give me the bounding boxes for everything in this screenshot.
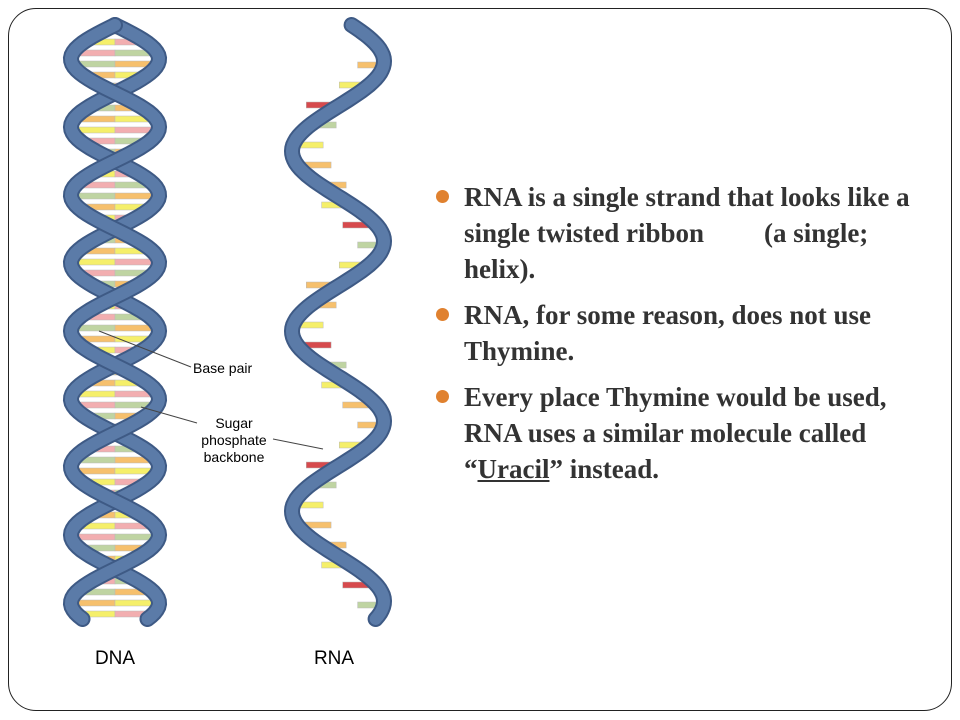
sugar-pointer-dna (140, 406, 198, 424)
bullet-2-text: RNA, for some reason, does not use Thymi… (464, 300, 871, 366)
base-pair-pointer (98, 330, 192, 368)
dna-rna-diagram: Base pair Sugar phosphate backbone DNA R… (62, 17, 393, 669)
rna-label: RNA (314, 648, 354, 669)
bullet-1-text: RNA is a single strand that looks like a… (464, 182, 910, 248)
bullet-3-before: Every place Thymine would be used, RNA u… (464, 382, 887, 484)
sugar-pointer-rna (272, 438, 324, 450)
dna-label: DNA (95, 648, 135, 669)
bullet-3-after: ” instead. (549, 454, 660, 484)
bullet-item-2: RNA, for some reason, does not use Thymi… (436, 297, 936, 369)
uracil-term: Uracil (477, 454, 550, 484)
bullet-dot (436, 190, 449, 203)
slide: Base pair Sugar phosphate backbone DNA R… (8, 8, 952, 711)
bullet-dot (436, 308, 449, 321)
bullet-dot (436, 390, 449, 403)
bullet-1-tail: (a single; helix). (464, 218, 869, 284)
phosphate-label: phosphate (201, 432, 267, 448)
base-pair-label: Base pair (193, 360, 252, 376)
label-pointers (98, 330, 324, 450)
sugar-label: Sugar (215, 415, 253, 431)
dna-double-helix (62, 17, 168, 627)
dna-strand-b (64, 19, 166, 625)
rna-strand (285, 19, 391, 625)
bullet-item-1: RNA is a single strand that looks like a… (436, 179, 936, 287)
backbone-label: backbone (204, 449, 265, 465)
bullet-item-3: Every place Thymine would be used, RNA u… (436, 379, 936, 487)
dna-strand-a (64, 19, 166, 625)
bullet-list: RNA is a single strand that looks like a… (436, 179, 936, 497)
rna-single-helix (283, 17, 393, 627)
